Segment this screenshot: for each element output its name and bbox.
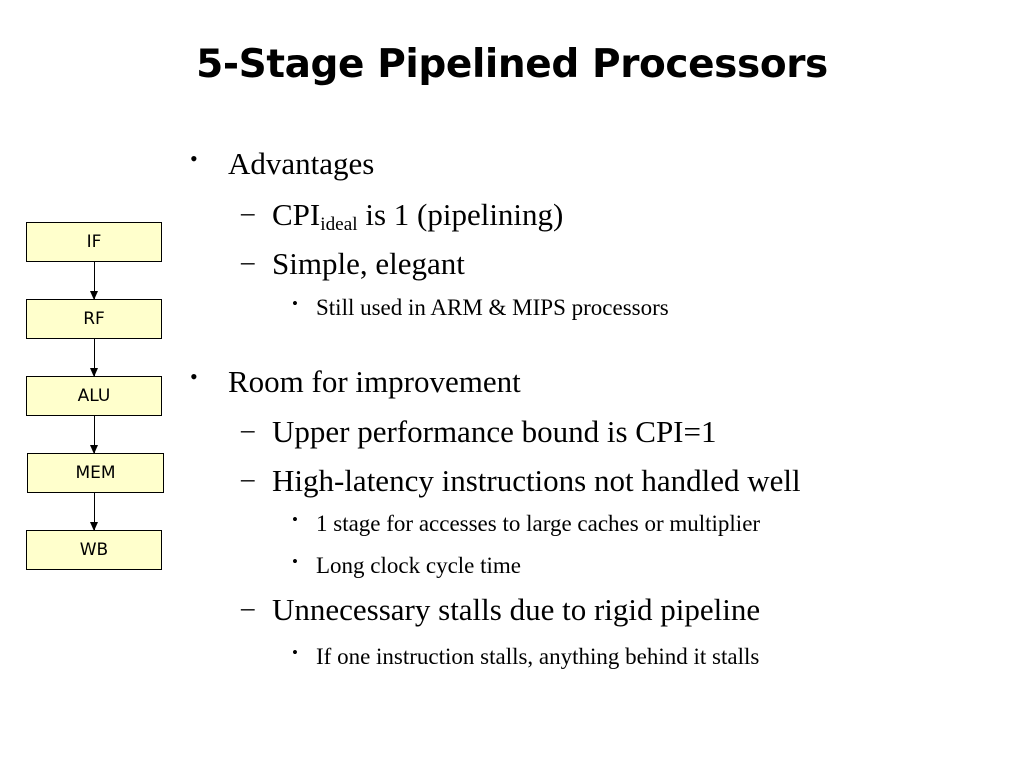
bullet-text: Room for improvement: [228, 364, 521, 399]
cpi-suffix: is 1 (pipelining): [357, 197, 564, 232]
pipeline-stage-wb: WB: [26, 530, 162, 570]
page-title: 5-Stage Pipelined Processors: [196, 42, 828, 87]
bullet-marker-level3: •: [292, 552, 298, 571]
pipeline-diagram: IF RF ALU MEM WB: [26, 222, 166, 574]
bullet-text: Advantages: [228, 146, 375, 181]
cpi-subscript: ideal: [320, 214, 358, 236]
bullet-line-level3: • If one instruction stalls, anything beh…: [292, 643, 760, 670]
pipeline-arrow-alu-mem: [90, 416, 98, 454]
pipeline-stage-label: WB: [79, 539, 109, 560]
bullet-line-level3: • Still used in ARM & MIPS processors: [292, 294, 669, 321]
bullet-text: Still used in ARM & MIPS processors: [316, 295, 669, 320]
bullet-line-level2: –CPIideal is 1 (pipelining): [241, 197, 564, 236]
bullet-marker-level2: –: [241, 197, 255, 227]
bullet-text: Simple, elegant: [272, 246, 465, 281]
bullet-line-level1: • Advantages: [190, 146, 374, 182]
bullet-marker-level2: –: [241, 463, 255, 493]
bullet-marker-level1: •: [190, 146, 198, 171]
bullet-text: High-latency instructions not handled we…: [272, 463, 801, 498]
pipeline-stage-alu: ALU: [26, 376, 162, 416]
bullet-marker-level3: •: [292, 643, 298, 662]
bullet-text: If one instruction stalls, anything behi…: [316, 644, 760, 669]
bullet-text: 1 stage for accesses to large caches or …: [316, 511, 761, 536]
bullet-line-level3: • 1 stage for accesses to large caches or…: [292, 510, 761, 537]
bullet-text: Upper performance bound is CPI=1: [272, 414, 717, 449]
bullet-marker-level3: •: [292, 294, 298, 313]
cpi-label: CPI: [272, 197, 321, 232]
pipeline-stage-rf: RF: [26, 299, 162, 339]
bullet-marker-level1: •: [190, 364, 198, 389]
pipeline-stage-label: IF: [86, 231, 102, 252]
bullet-line-level2: –High-latency instructions not handled w…: [241, 463, 801, 499]
bullet-marker-level2: –: [241, 246, 255, 276]
pipeline-stage-label: RF: [83, 308, 105, 329]
bullet-line-level2: –Unnecessary stalls due to rigid pipelin…: [241, 592, 760, 628]
pipeline-arrow-rf-alu: [90, 339, 98, 377]
pipeline-stage-mem: MEM: [27, 453, 164, 493]
bullet-line-level1: • Room for improvement: [190, 364, 521, 400]
bullet-line-level2: –Upper performance bound is CPI=1: [241, 414, 717, 450]
pipeline-stage-label: MEM: [75, 462, 116, 483]
bullet-marker-level3: •: [292, 510, 298, 529]
pipeline-arrow-mem-wb: [90, 493, 98, 531]
bullet-marker-level2: –: [241, 414, 255, 444]
bullet-text: Long clock cycle time: [316, 553, 522, 578]
pipeline-arrow-if-rf: [90, 262, 98, 300]
bullet-marker-level2: –: [241, 592, 255, 622]
pipeline-stage-if: IF: [26, 222, 162, 262]
pipeline-stage-label: ALU: [77, 385, 111, 406]
bullet-text: CPIideal is 1 (pipelining): [272, 197, 564, 236]
bullet-text: Unnecessary stalls due to rigid pipeline: [272, 592, 761, 627]
bullet-line-level3: • Long clock cycle time: [292, 552, 522, 579]
bullet-line-level2: –Simple, elegant: [241, 246, 465, 282]
